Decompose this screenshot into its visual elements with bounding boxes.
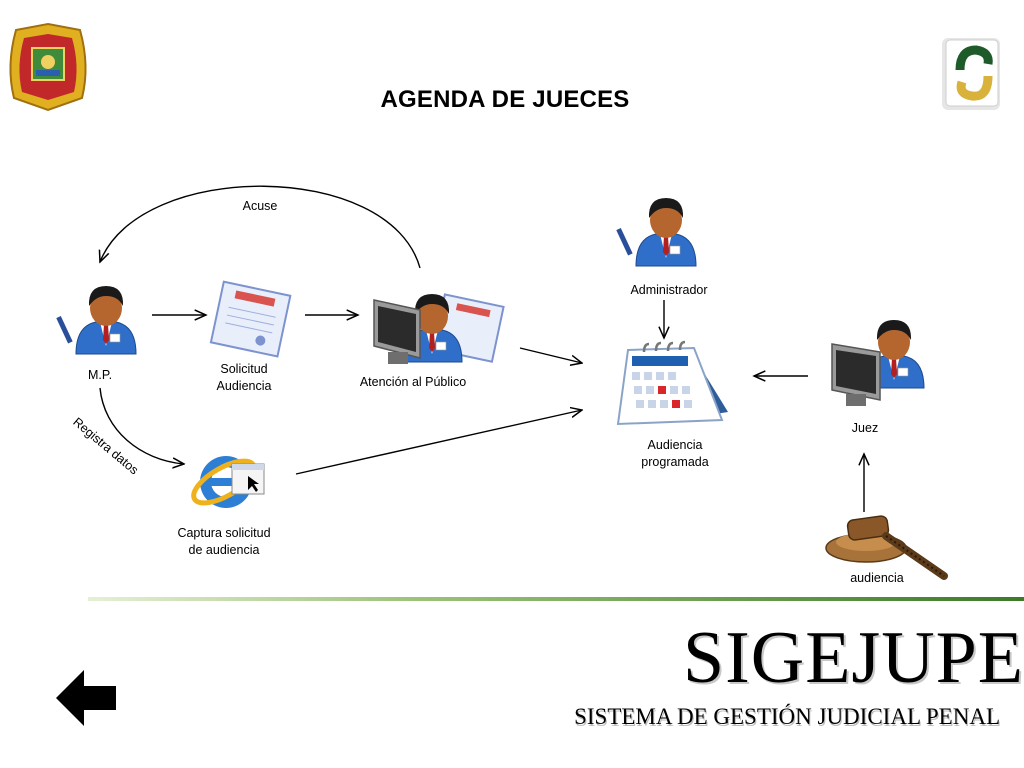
edge-registra	[99, 387, 184, 464]
node-label-agenda: Audiencia programada	[641, 438, 709, 469]
atencion-publico-icon	[373, 293, 505, 364]
brand-subtitle: SISTEMA DE GESTIÓN JUDICIAL PENAL	[574, 704, 1000, 729]
back-arrow-icon	[56, 670, 116, 726]
edge-atencion-agenda	[519, 347, 582, 363]
sigejupe-logo-icon	[942, 38, 1000, 110]
state-seal-icon	[9, 22, 87, 112]
mp-person-icon	[56, 285, 137, 355]
node-label-captura: Captura solicitud de audiencia	[177, 526, 271, 557]
certificate-icon	[209, 280, 292, 358]
node-label-audiencia: audiencia	[850, 571, 904, 585]
gavel-icon	[825, 515, 948, 580]
administrador-person-icon	[616, 197, 697, 267]
calendar-icon	[616, 340, 728, 426]
edge-captura-agenda	[295, 410, 582, 475]
node-label-juez: Juez	[851, 421, 879, 435]
brand-title: SIGEJUPE	[682, 617, 1024, 699]
page-title: AGENDA DE JUECES	[380, 86, 630, 113]
browser-icon	[191, 456, 265, 508]
edge-acuse	[100, 185, 421, 269]
node-label-atencion: Atención al Público	[359, 375, 467, 389]
node-label-mp: M.P.	[87, 368, 113, 382]
footer-divider	[88, 597, 1024, 601]
juez-person-icon	[831, 319, 925, 406]
back-button[interactable]	[54, 668, 118, 728]
edge-label-acuse: Acuse	[242, 199, 278, 213]
node-label-solicitud: Solicitud Audiencia	[216, 362, 272, 393]
node-label-administrador: Administrador	[630, 283, 708, 297]
